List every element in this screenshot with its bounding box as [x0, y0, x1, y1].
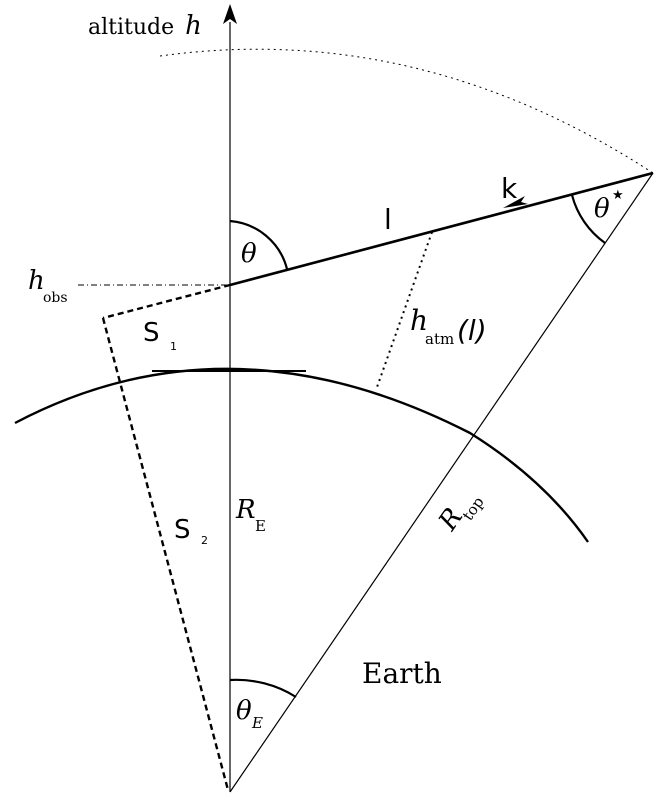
theta-e-angle-arc — [229, 678, 297, 698]
h-atm-subscript: atm — [425, 330, 454, 348]
altitude-axis-arrowhead — [223, 4, 237, 24]
k-direction-arrowhead — [503, 196, 528, 208]
h-atm-perpendicular — [375, 231, 433, 391]
top-of-atmosphere-arc — [159, 48, 657, 176]
r-top-line — [229, 172, 654, 793]
earth-label: Earth — [362, 657, 442, 690]
theta-e-label: θ — [236, 696, 252, 726]
h-atm-label: h — [410, 304, 428, 337]
h-obs-subscript: obs — [43, 290, 68, 306]
line-of-sight — [229, 171, 654, 287]
s2-label: S — [174, 515, 191, 545]
r-e-label: R — [235, 495, 256, 525]
theta-label: θ — [241, 239, 257, 269]
h-obs-label: h — [28, 266, 45, 296]
s1-subscript: 1 — [170, 340, 177, 353]
earth-surface-arc — [14, 367, 589, 543]
theta-star-label: θ — [594, 194, 610, 224]
h-atm-argument: (l) — [457, 314, 487, 347]
r-e-subscript: E — [255, 517, 266, 535]
altitude-label: altitude h — [88, 11, 202, 41]
theta-star-angle-arc — [570, 194, 606, 244]
theta-star-superscript: ★ — [612, 188, 624, 203]
s1-label: S — [143, 318, 160, 348]
r-top-label-group: R top — [433, 493, 488, 536]
s2-dashed-segment — [101, 317, 230, 791]
l-label: l — [384, 203, 392, 236]
k-label: k — [501, 172, 518, 205]
theta-angle-arc — [229, 219, 289, 270]
theta-e-subscript: E — [251, 714, 263, 732]
s2-subscript: 2 — [201, 534, 208, 547]
s1-dashed-segment — [102, 283, 231, 320]
